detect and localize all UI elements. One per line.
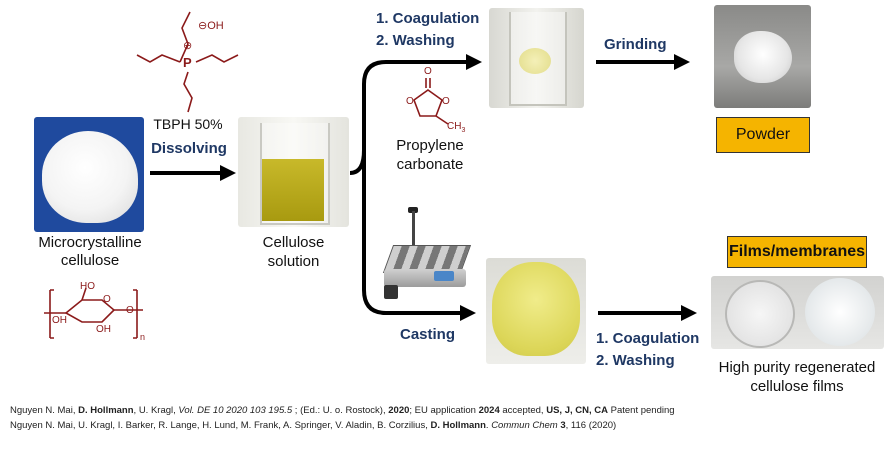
grinding-arrowhead xyxy=(674,54,690,70)
cellulose-oh-bottom-label: OH xyxy=(96,324,111,335)
pc-methyl-label: CH3 xyxy=(447,121,465,135)
cellulose-ring-o-label: O xyxy=(103,294,111,305)
casting-device-photo xyxy=(378,205,472,305)
coagulation-bottom-arrowhead xyxy=(681,305,697,321)
cellulose-link-o-label: O xyxy=(126,305,134,316)
branch-top-line xyxy=(349,60,468,175)
microcrystalline-cellulose-photo xyxy=(34,117,144,232)
branch-bottom-line xyxy=(362,150,462,315)
ref1-accepted: accepted, xyxy=(499,405,547,416)
mcc-label-line2: cellulose xyxy=(60,252,120,269)
solution-label-line1: Cellulose xyxy=(262,234,325,251)
pc-ch3-subscript: 3 xyxy=(461,127,466,134)
washing-bottom-label: 2. Washing xyxy=(596,352,675,369)
propylene-carbonate-label-line1: Propylene xyxy=(396,137,464,154)
reference-2: Nguyen N. Mai, U. Kragl, I. Barker, R. L… xyxy=(10,420,616,431)
cellulose-n-label: n xyxy=(140,332,146,342)
pc-carbonyl-o-label: O xyxy=(424,66,432,77)
grinding-label: Grinding xyxy=(604,36,667,53)
mcc-label-line1: Microcrystalline xyxy=(38,234,142,251)
tbph-hydroxide-label: ⊖OH xyxy=(198,20,224,32)
ref1-year: 2020 xyxy=(388,405,410,416)
films-product-box: Films/membranes xyxy=(727,236,867,268)
propylene-carbonate-label-line2: carbonate xyxy=(396,156,464,173)
coagulation-top-label: 1. Coagulation xyxy=(376,10,480,27)
cast-film-photo xyxy=(486,258,586,364)
reference-1: Nguyen N. Mai, D. Hollmann, U. Kragl, Vo… xyxy=(10,405,675,416)
branch-top-arrowhead xyxy=(466,54,482,70)
cellulose-ho-label: HO xyxy=(80,281,95,292)
coagulated-cellulose-vial-photo xyxy=(489,8,584,108)
dissolving-label: Dissolving xyxy=(151,140,227,157)
ref2-author-highlight: D. Hollmann xyxy=(430,420,486,431)
ref1-eu-application: ; EU application xyxy=(409,405,479,416)
ref2-pages-year: , 116 (2020) xyxy=(565,420,617,431)
ref2-volume: 3 xyxy=(560,420,566,431)
ref1-authors-a: Nguyen N. Mai, xyxy=(10,405,79,416)
ref1-authors-c: , U. Kragl, xyxy=(133,405,179,416)
ref1-pending: Patent pending xyxy=(607,405,675,416)
powder-product-box: Powder xyxy=(716,117,810,153)
cellulose-oh-left-label: OH xyxy=(52,315,67,326)
regenerated-powder-photo xyxy=(714,5,811,108)
ref1-editor: ; (Ed.: U. o. Rostock), xyxy=(292,405,389,416)
pc-ch-text: CH xyxy=(447,121,462,132)
coagulation-bottom-label: 1. Coagulation xyxy=(596,330,700,347)
branch-bottom-arrowhead xyxy=(460,305,476,321)
pc-ring-o1-label: O xyxy=(406,96,414,107)
pc-ring-o2-label: O xyxy=(442,96,450,107)
ref1-author-highlight: D. Hollmann xyxy=(78,405,134,416)
casting-label: Casting xyxy=(400,326,456,343)
ref2-separator: . xyxy=(485,420,492,431)
ref2-authors: Nguyen N. Mai, U. Kragl, I. Barker, R. L… xyxy=(10,420,431,431)
regenerated-films-photo xyxy=(711,276,884,349)
dissolving-arrowhead xyxy=(220,165,236,181)
films-label-line1: High purity regenerated xyxy=(718,359,876,376)
tbph-concentration-label: TBPH 50% xyxy=(153,116,223,132)
ref1-countries: US, J, CN, CA xyxy=(546,405,608,416)
cellulose-solution-photo xyxy=(238,117,349,227)
tbph-plus-label: ⊕ xyxy=(183,40,193,52)
washing-top-label: 2. Washing xyxy=(376,32,455,49)
solution-label-line2: solution xyxy=(267,253,320,270)
ref1-year2: 2024 xyxy=(478,405,500,416)
ref2-journal: Commun Chem xyxy=(491,420,558,431)
tbph-phosphorus-label: P xyxy=(183,55,192,70)
ref1-journal: Vol. DE 10 2020 103 195.5 xyxy=(178,405,293,416)
films-label-line2: cellulose films xyxy=(750,378,844,395)
